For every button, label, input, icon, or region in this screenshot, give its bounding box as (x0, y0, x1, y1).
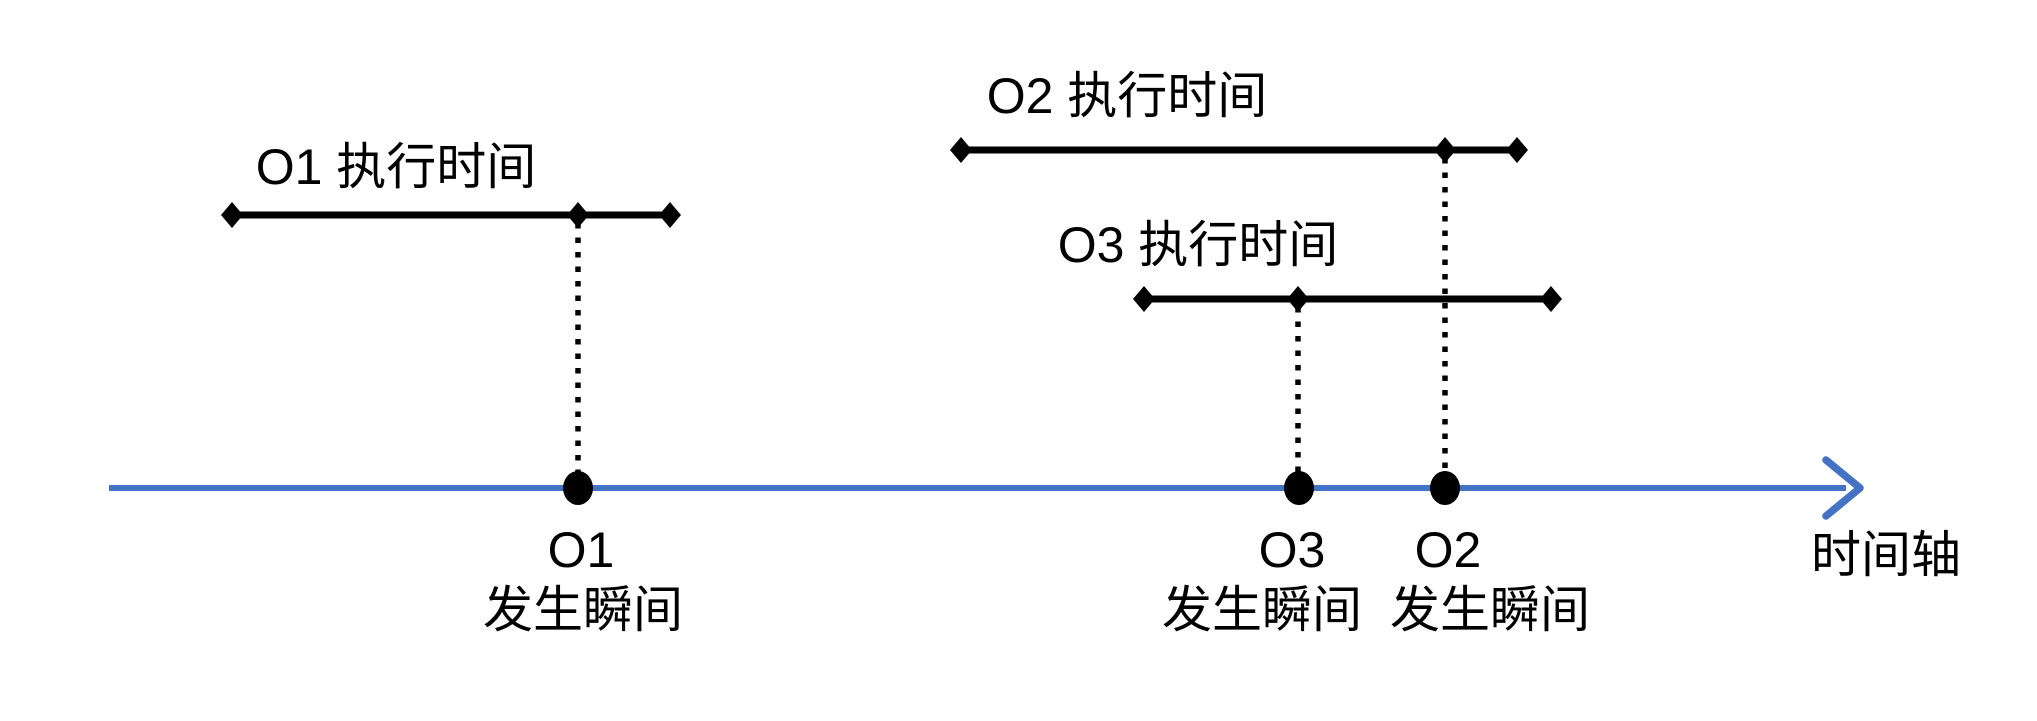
o3-event-diamond-icon (1287, 286, 1309, 312)
o1-event-name-label: O1 (547, 522, 615, 578)
o3-interval-start-diamond-icon (1133, 286, 1155, 312)
o2-interval-start-diamond-icon (950, 137, 972, 163)
time-axis-label: 时间轴 (1811, 527, 1961, 583)
o3-interval-end-diamond-icon (1540, 286, 1562, 312)
o1-exec-time-label: O1 执行时间 (255, 139, 537, 195)
o2-interval-end-diamond-icon (1506, 137, 1528, 163)
o1-event-caption-label: 发生瞬间 (483, 582, 683, 638)
o1-event-diamond-icon (567, 202, 589, 228)
o3-event-caption-label: 发生瞬间 (1162, 582, 1362, 638)
o1-interval-end-diamond-icon (659, 202, 681, 228)
o3-event-dot-icon (1284, 471, 1314, 505)
o2-event-caption-label: 发生瞬间 (1390, 582, 1590, 638)
o3-event-name-label: O3 (1258, 522, 1326, 578)
time-axis-arrowhead-icon (1822, 456, 1864, 520)
o1-event-dot-icon (563, 471, 593, 505)
o2-event-name-label: O2 (1414, 522, 1482, 578)
o3-exec-time-label: O3 执行时间 (1057, 217, 1339, 273)
o2-exec-time-label: O2 执行时间 (986, 68, 1268, 124)
o2-event-dot-icon (1430, 471, 1460, 505)
o1-interval-start-diamond-icon (221, 202, 243, 228)
o2-event-diamond-icon (1434, 137, 1456, 163)
